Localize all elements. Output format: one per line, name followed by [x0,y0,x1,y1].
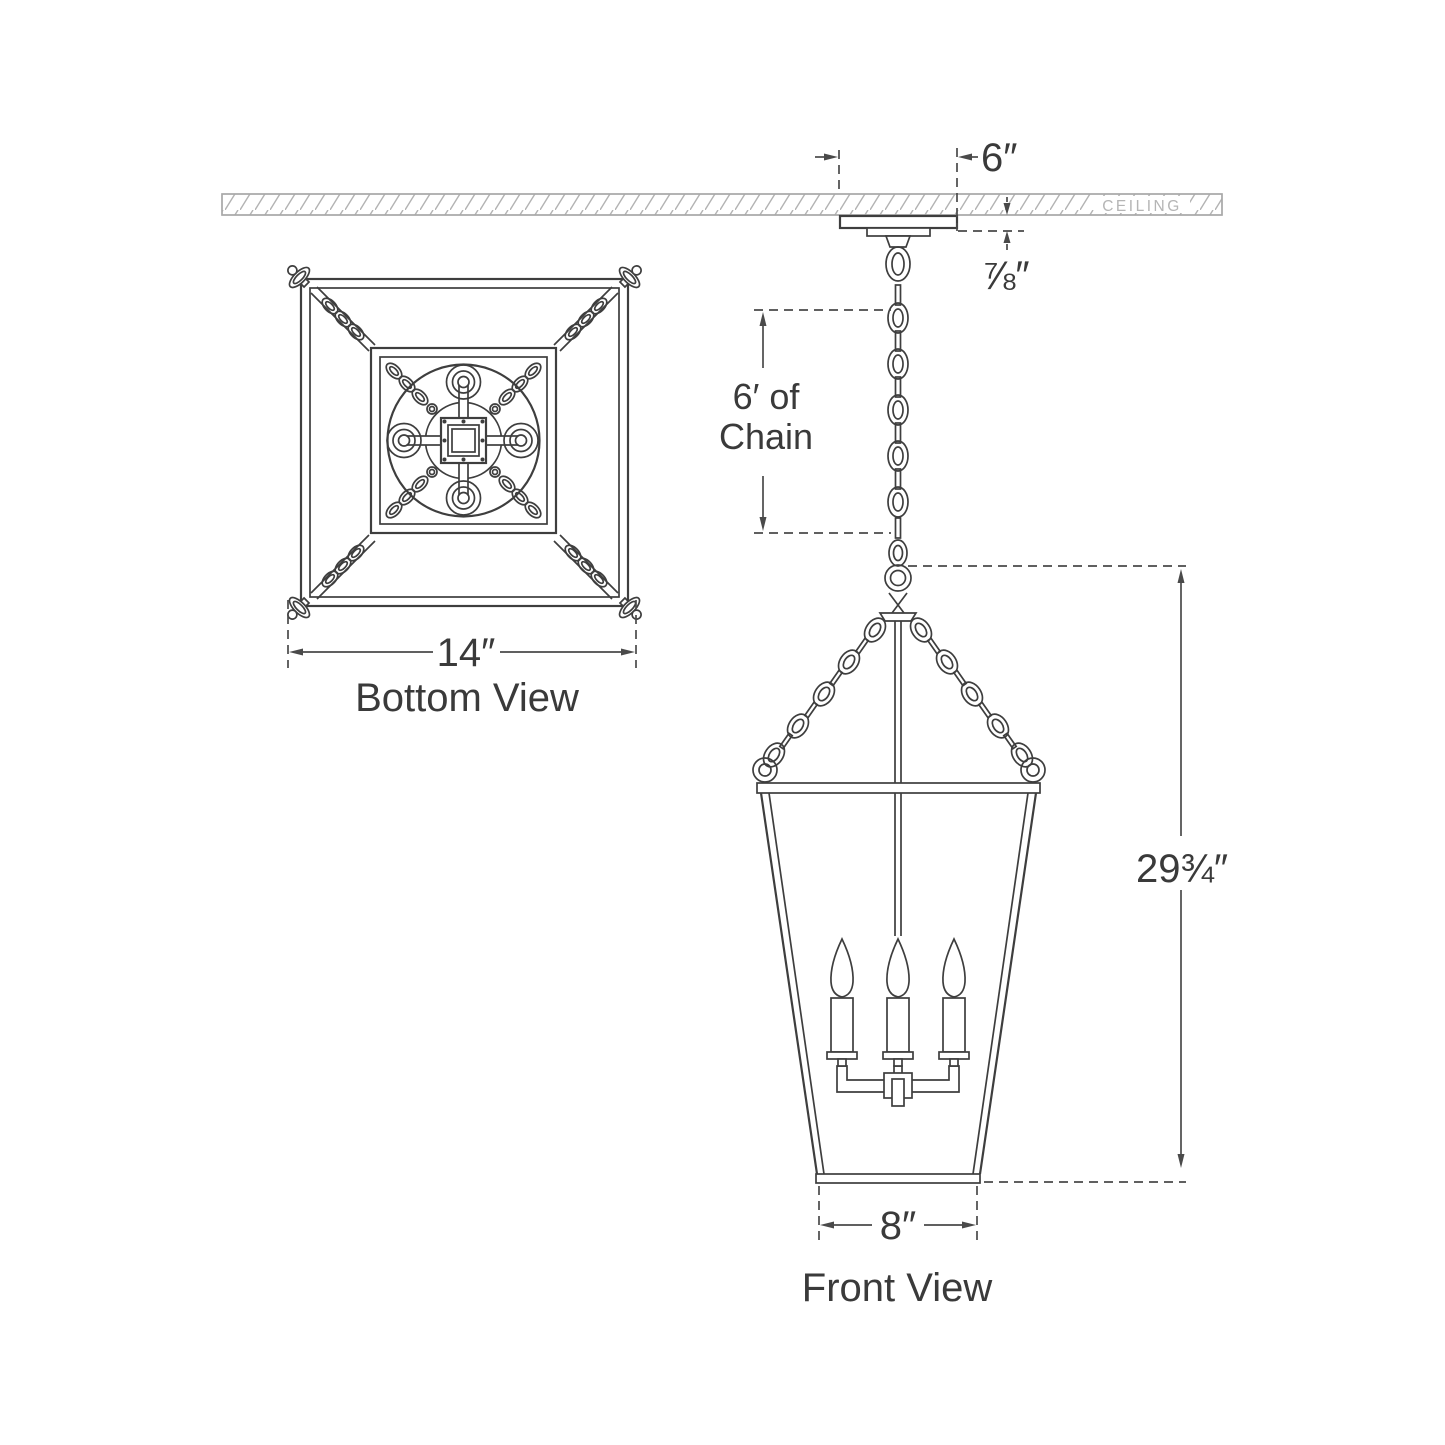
front-view [752,564,1046,1184]
dim-bottom-width: 14″ [287,600,637,675]
suspension-chain-left [758,613,891,772]
candle-left [826,938,858,1067]
dim-front-height: 29¾″ [908,565,1228,1183]
candle-cluster [826,938,970,1107]
dim-canopy-thickness-label: ⅞″ [982,254,1030,298]
socket-left [386,422,422,459]
dim-canopy-thickness: ⅞″ [958,197,1030,298]
socket-bottom [445,480,482,516]
dim-height-label: 29¾″ [1136,847,1228,891]
dim-base-width-label: 8″ [880,1204,916,1248]
bottom-view [279,257,650,628]
candle-center [882,938,914,1067]
bottom-view-caption: Bottom View [355,676,579,720]
canopy [838,214,959,282]
candle-right [938,938,970,1067]
dim-canopy-width-label: 6″ [981,136,1017,180]
hang-chain [887,284,909,567]
chain-length-label-line2: Chain [719,416,813,457]
dim-base-width: 8″ [818,1186,978,1248]
front-view-caption: Front View [802,1266,993,1310]
socket-top [445,364,482,400]
chain-length-label-line1: 6′ of [733,376,801,417]
dim-bottom-width-label: 14″ [437,631,496,675]
dim-chain-length: 6′ of Chain [719,309,891,534]
ceiling-band: CEILING [221,193,1223,216]
ceiling-label: CEILING [1102,198,1182,215]
socket-right [503,422,539,459]
dim-canopy-width: 6″ [815,136,1017,231]
suspension-chain-right [905,613,1038,772]
